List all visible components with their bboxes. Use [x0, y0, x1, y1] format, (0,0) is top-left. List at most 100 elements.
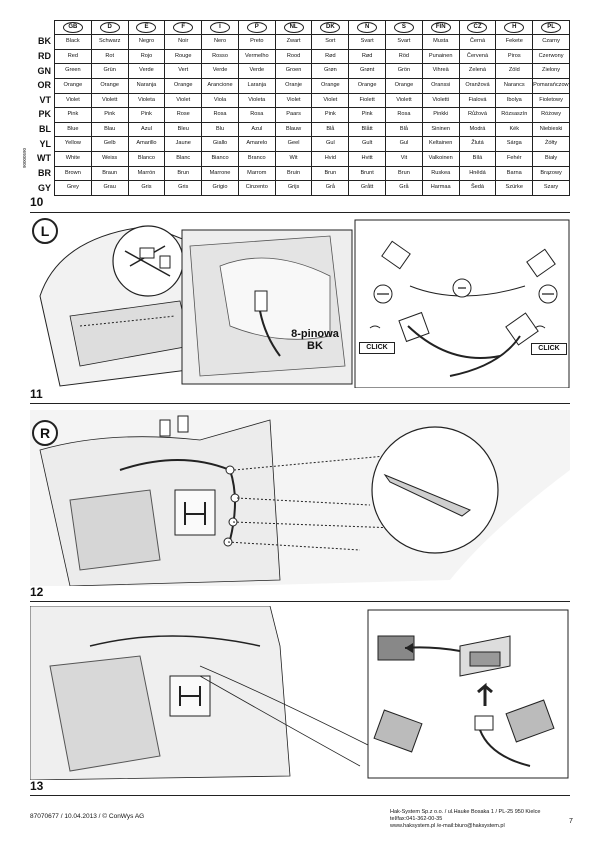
- color-name-cell: Orange: [164, 77, 203, 94]
- color-name-cell: Röd: [385, 48, 423, 65]
- color-name-cell: Violeta: [237, 92, 276, 109]
- company-phone: tel/fax:041-362-00-35: [390, 816, 443, 822]
- color-name-cell: Weiss: [90, 151, 129, 167]
- table-corner: [36, 21, 55, 35]
- color-name-cell: Grønt: [348, 63, 387, 79]
- color-name-cell: Červená: [458, 48, 497, 65]
- language-header: H: [495, 20, 534, 35]
- document-reference: 87070677 / 10.04.2013 / © ConWys AG: [30, 813, 145, 820]
- color-name-cell: Blauw: [274, 121, 313, 138]
- side-left-marker: L: [32, 218, 58, 244]
- color-code: BL: [36, 122, 55, 137]
- color-name-cell: Violet: [311, 92, 350, 109]
- color-name-cell: Bílá: [458, 151, 497, 167]
- language-badge: FIN: [430, 22, 451, 33]
- color-name-cell: Grått: [348, 180, 387, 196]
- color-name-cell: Oranssi: [421, 77, 460, 94]
- color-name-cell: Gelb: [90, 136, 129, 152]
- step-number-11: 11: [30, 387, 43, 401]
- color-name-cell: Svart: [385, 34, 423, 50]
- color-name-cell: Preto: [237, 34, 276, 50]
- color-name-cell: Pink: [348, 107, 387, 123]
- color-name-cell: Sininen: [421, 121, 460, 138]
- color-code: BR: [36, 166, 55, 181]
- color-name-cell: Svart: [348, 34, 387, 50]
- color-name-cell: Musta: [421, 34, 460, 50]
- language-header: N: [348, 20, 387, 35]
- language-header: DK: [311, 20, 350, 35]
- color-name-cell: Geel: [274, 136, 313, 152]
- language-badge: NL: [283, 22, 304, 33]
- color-name-cell: Azul: [237, 121, 276, 138]
- color-code: PK: [36, 107, 55, 123]
- color-name-cell: Gul: [385, 136, 423, 152]
- color-name-cell: Rot: [90, 48, 129, 65]
- color-name-cell: Groen: [274, 63, 313, 79]
- company-address: Hak-System Sp.z o.o. / ul.Hauke Bosaka 1…: [390, 809, 541, 815]
- color-name-cell: Rózsaszín: [495, 107, 534, 123]
- color-name-cell: Verde: [127, 63, 166, 79]
- color-code: BK: [36, 34, 55, 50]
- color-code: VT: [36, 93, 55, 108]
- color-name-cell: Oranžová: [458, 77, 497, 94]
- color-name-cell: Braun: [90, 165, 129, 182]
- color-name-cell: Verde: [237, 63, 276, 79]
- color-name-cell: Grün: [90, 63, 129, 79]
- color-name-cell: Fekete: [495, 34, 534, 50]
- color-name-cell: Paars: [274, 107, 313, 123]
- company-web: www.haksystem.pl /e-mail:biuro@haksystem…: [390, 823, 505, 829]
- color-name-cell: Jaune: [164, 136, 203, 152]
- color-name-cell: Violet: [274, 92, 313, 109]
- color-name-cell: White: [54, 151, 92, 167]
- color-name-cell: Violett: [385, 92, 423, 109]
- color-name-cell: Czerwony: [532, 48, 570, 65]
- color-name-cell: Růžová: [458, 107, 497, 123]
- color-name-cell: Bleu: [164, 121, 203, 138]
- color-name-cell: Violetti: [421, 92, 460, 109]
- color-name-cell: Blått: [348, 121, 387, 138]
- color-name-cell: Wit: [274, 151, 313, 167]
- language-header: FIN: [421, 20, 460, 35]
- color-name-cell: Rouge: [164, 48, 203, 65]
- language-badge: F: [173, 22, 194, 33]
- step-12-drawing: [30, 410, 570, 586]
- color-name-cell: Pink: [311, 107, 350, 123]
- color-name-cell: Valkoinen: [421, 151, 460, 167]
- color-name-cell: Grå: [311, 180, 350, 196]
- color-name-cell: Rød: [348, 48, 387, 65]
- color-name-cell: Hnědá: [458, 165, 497, 182]
- connector-label-line1: 8-pinowa: [291, 328, 339, 340]
- color-name-cell: Violett: [90, 92, 129, 109]
- color-name-cell: Punainen: [421, 48, 460, 65]
- color-name-cell: Violet: [164, 92, 203, 109]
- color-name-cell: Rosa: [201, 107, 239, 123]
- color-name-cell: Orange: [54, 77, 92, 94]
- color-name-cell: Szary: [532, 180, 570, 196]
- separator-line: [30, 601, 570, 602]
- step-12-illustration: [30, 410, 570, 586]
- color-name-cell: Orange: [348, 77, 387, 94]
- color-name-cell: Zelená: [458, 63, 497, 79]
- color-name-cell: Narancs: [495, 77, 534, 94]
- color-name-cell: Brun: [311, 165, 350, 182]
- connector-label: 8-pinowa BK: [280, 328, 350, 352]
- color-name-cell: Brown: [54, 165, 92, 182]
- part-number: 90000590: [22, 147, 27, 168]
- color-name-cell: Blå: [311, 121, 350, 138]
- click-label-right: CLICK: [531, 343, 567, 355]
- color-name-cell: Gul: [311, 136, 350, 152]
- color-name-cell: Černá: [458, 34, 497, 50]
- color-name-cell: Amarelo: [237, 136, 276, 152]
- color-name-cell: Black: [54, 34, 92, 50]
- color-name-cell: Cinzento: [237, 180, 276, 196]
- color-name-cell: Azul: [127, 121, 166, 138]
